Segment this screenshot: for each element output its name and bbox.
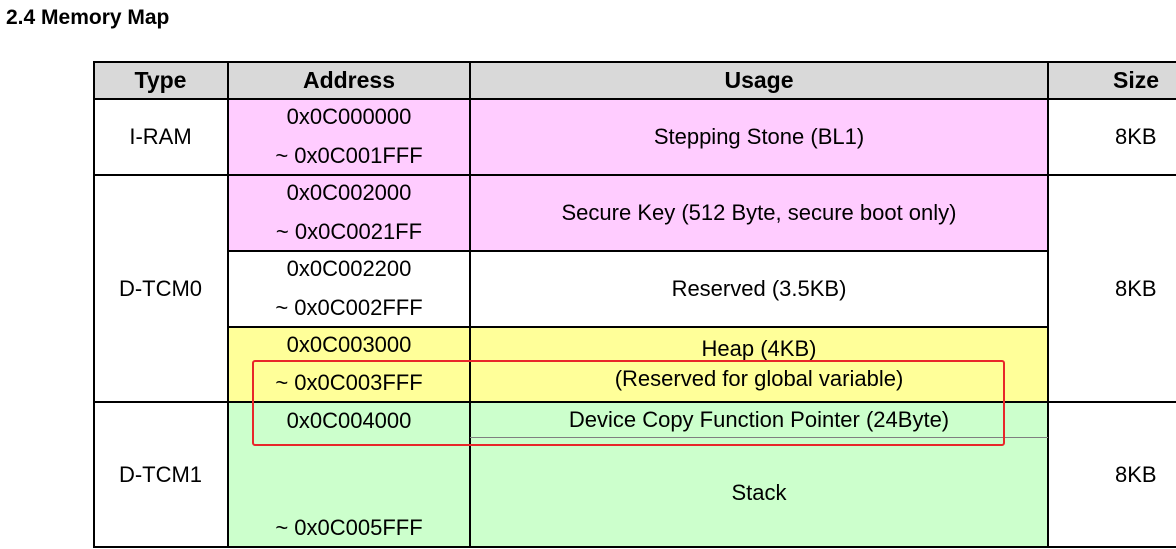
address-start-heap: 0x0C003000	[286, 332, 412, 357]
row-divider-iram	[93, 174, 1176, 176]
address-end-dtcm1: ~ 0x0C005FFF	[275, 515, 423, 540]
table-border-top	[93, 61, 1176, 63]
column-divider-3	[1047, 61, 1049, 548]
type-cell-iram: I-RAM	[93, 99, 228, 175]
size-cell-iram: 8KB	[1048, 99, 1176, 175]
address-start-iram: 0x0C000000	[286, 104, 412, 129]
address-cell-heap	[228, 327, 470, 402]
size-cell-dtcm0: 8KB	[1048, 175, 1176, 402]
header-divider	[93, 98, 1176, 100]
address-cell-dtcm1	[228, 402, 470, 548]
usage-cell-copy-function-pointer: Device Copy Function Pointer (24Byte)	[470, 402, 1048, 438]
usage-cell-stepping-stone: Stepping Stone (BL1)	[470, 99, 1048, 175]
row-divider-reserved	[228, 326, 1048, 328]
header-usage: Usage	[470, 61, 1048, 99]
usage-cell-reserved: Reserved (3.5KB)	[470, 251, 1048, 327]
table-border-left	[93, 61, 95, 548]
row-divider-dtcm0	[93, 401, 1176, 403]
address-end-iram: ~ 0x0C001FFF	[275, 143, 423, 168]
address-cell-secure-key	[228, 175, 470, 251]
section-title: 2.4 Memory Map	[6, 6, 170, 29]
header-address: Address	[228, 61, 470, 99]
address-end-heap: ~ 0x0C003FFF	[275, 370, 423, 395]
address-start-dtcm1: 0x0C004000	[286, 408, 412, 433]
column-divider-2	[469, 61, 471, 548]
memory-map-table: Type Address Usage Size I-RAM D-TCM0 D-T…	[93, 61, 1176, 548]
address-cell-reserved	[228, 251, 470, 327]
row-divider-secure-key	[228, 250, 1048, 252]
address-start-reserved: 0x0C002200	[286, 256, 412, 281]
usage-heap-line2: (Reserved for global variable)	[614, 366, 904, 391]
type-cell-dtcm1: D-TCM1	[93, 402, 228, 548]
usage-cell-stack: Stack	[470, 438, 1048, 548]
address-end-secure-key: ~ 0x0C0021FF	[275, 219, 423, 244]
header-size: Size	[1048, 61, 1176, 99]
usage-heap-line1: Heap (4KB)	[701, 336, 817, 361]
usage-cell-heap	[470, 327, 1048, 402]
column-divider-1	[227, 61, 229, 548]
address-start-secure-key: 0x0C002000	[286, 180, 412, 205]
table-border-bottom	[93, 546, 1176, 548]
size-cell-dtcm1: 8KB	[1048, 402, 1176, 548]
address-cell-iram	[228, 99, 470, 175]
usage-cell-secure-key: Secure Key (512 Byte, secure boot only)	[470, 175, 1048, 251]
address-end-reserved: ~ 0x0C002FFF	[275, 295, 423, 320]
type-cell-dtcm0: D-TCM0	[93, 175, 228, 402]
row-divider-copy-function-pointer	[470, 437, 1048, 438]
header-type: Type	[93, 61, 228, 99]
